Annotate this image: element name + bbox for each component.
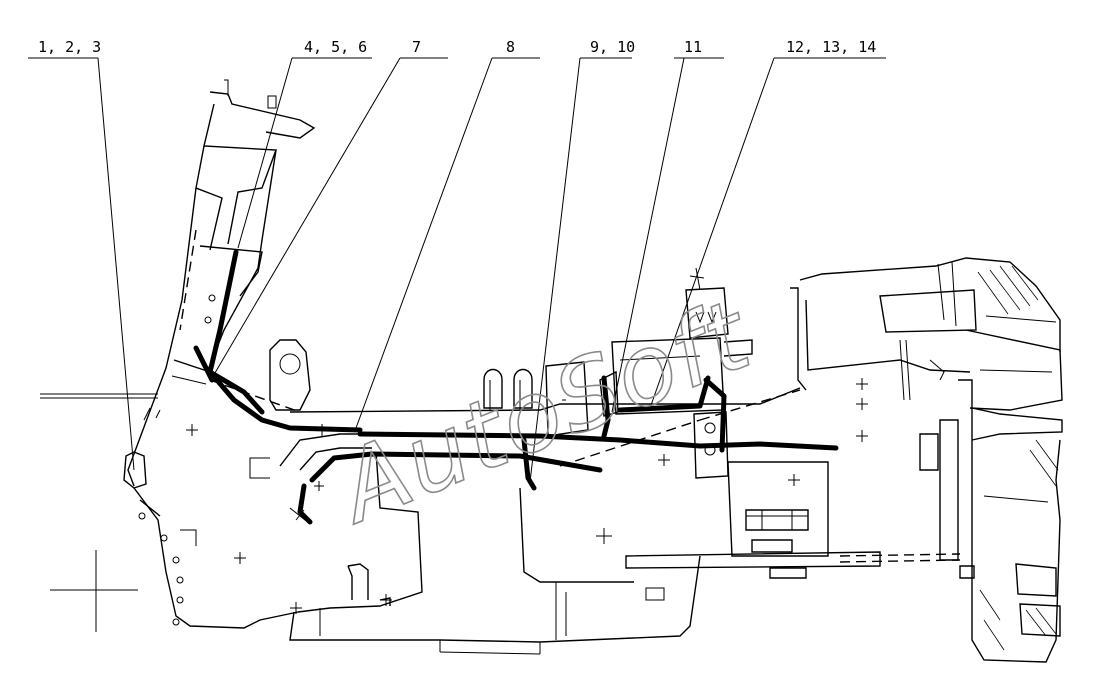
callout-leader (649, 57, 775, 409)
callout-label: 1, 2, 3 (38, 38, 101, 56)
rear-cab-housing (790, 257, 1063, 663)
callout-leader (97, 57, 135, 471)
front-hood-column (40, 79, 316, 629)
callout-leader (611, 57, 685, 413)
callout-1-2-3: 1, 2, 3 (28, 38, 135, 471)
reference-cross (50, 550, 138, 632)
callout-leader (237, 57, 293, 249)
callout-7: 7 (211, 38, 448, 379)
callout-11: 11 (611, 38, 724, 413)
watermark: AutoSoft (319, 278, 766, 546)
tractor-frame (209, 339, 801, 655)
wiring-harness (193, 249, 839, 525)
battery-box (625, 461, 961, 579)
callout-leader (529, 57, 581, 483)
callout-label: 4, 5, 6 (304, 38, 367, 56)
callout-leader (355, 57, 493, 429)
cross-markers (186, 378, 868, 614)
callout-12-13-14: 12, 13, 14 (649, 38, 886, 409)
callout-label: 9, 10 (590, 38, 635, 56)
callout-label: 8 (506, 38, 515, 56)
callout-label: 7 (412, 38, 421, 56)
callout-4-5-6: 4, 5, 6 (237, 38, 372, 249)
callout-leader (211, 57, 401, 379)
callout-label: 12, 13, 14 (786, 38, 876, 56)
callout-8: 8 (355, 38, 540, 429)
callout-label: 11 (684, 38, 702, 56)
engine-components (483, 267, 753, 479)
callout-9-10: 9, 10 (529, 38, 635, 483)
